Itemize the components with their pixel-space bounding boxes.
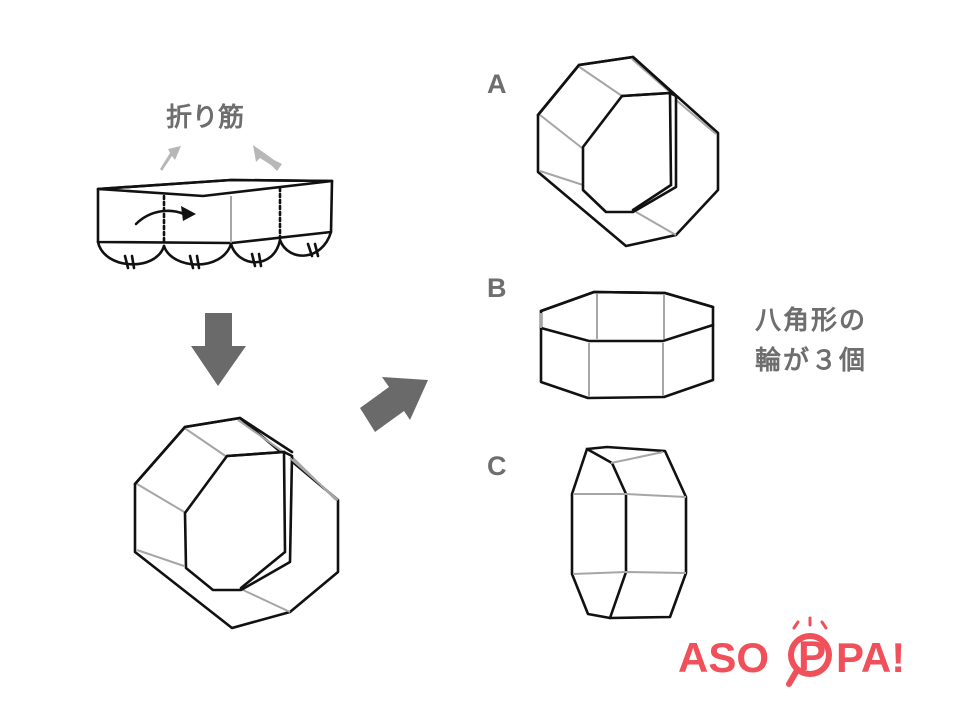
flat-band-illustration xyxy=(96,178,334,270)
option-c-octagon-ring xyxy=(570,445,688,620)
option-a-octagon-ring xyxy=(536,55,720,248)
option-a-label: A xyxy=(487,69,507,99)
logo-text-center: P xyxy=(798,632,826,679)
note-line-1: 八角形の xyxy=(755,305,867,336)
crease-label: 折り筋 xyxy=(166,102,244,133)
note-line-2: 輪が３個 xyxy=(755,345,867,376)
logo-text-right: PA! xyxy=(836,634,905,681)
option-b-label: B xyxy=(487,273,507,303)
diagonal-arrow xyxy=(360,377,428,432)
logo-sparkle-icon xyxy=(792,616,828,630)
option-b-octagon-ring xyxy=(539,290,715,400)
rotate-arrow-icon xyxy=(134,209,186,226)
crease-pointer-arrow-left xyxy=(160,146,181,171)
down-arrow xyxy=(191,313,246,386)
asoppa-logo: ASO P PA! xyxy=(678,616,905,687)
octagon-ring-result xyxy=(133,416,340,630)
logo-text-left: ASO xyxy=(678,634,769,681)
crease-pointer-arrow-right xyxy=(253,145,282,171)
magnifier-handle-icon xyxy=(786,669,799,687)
option-c-label: C xyxy=(487,451,507,481)
